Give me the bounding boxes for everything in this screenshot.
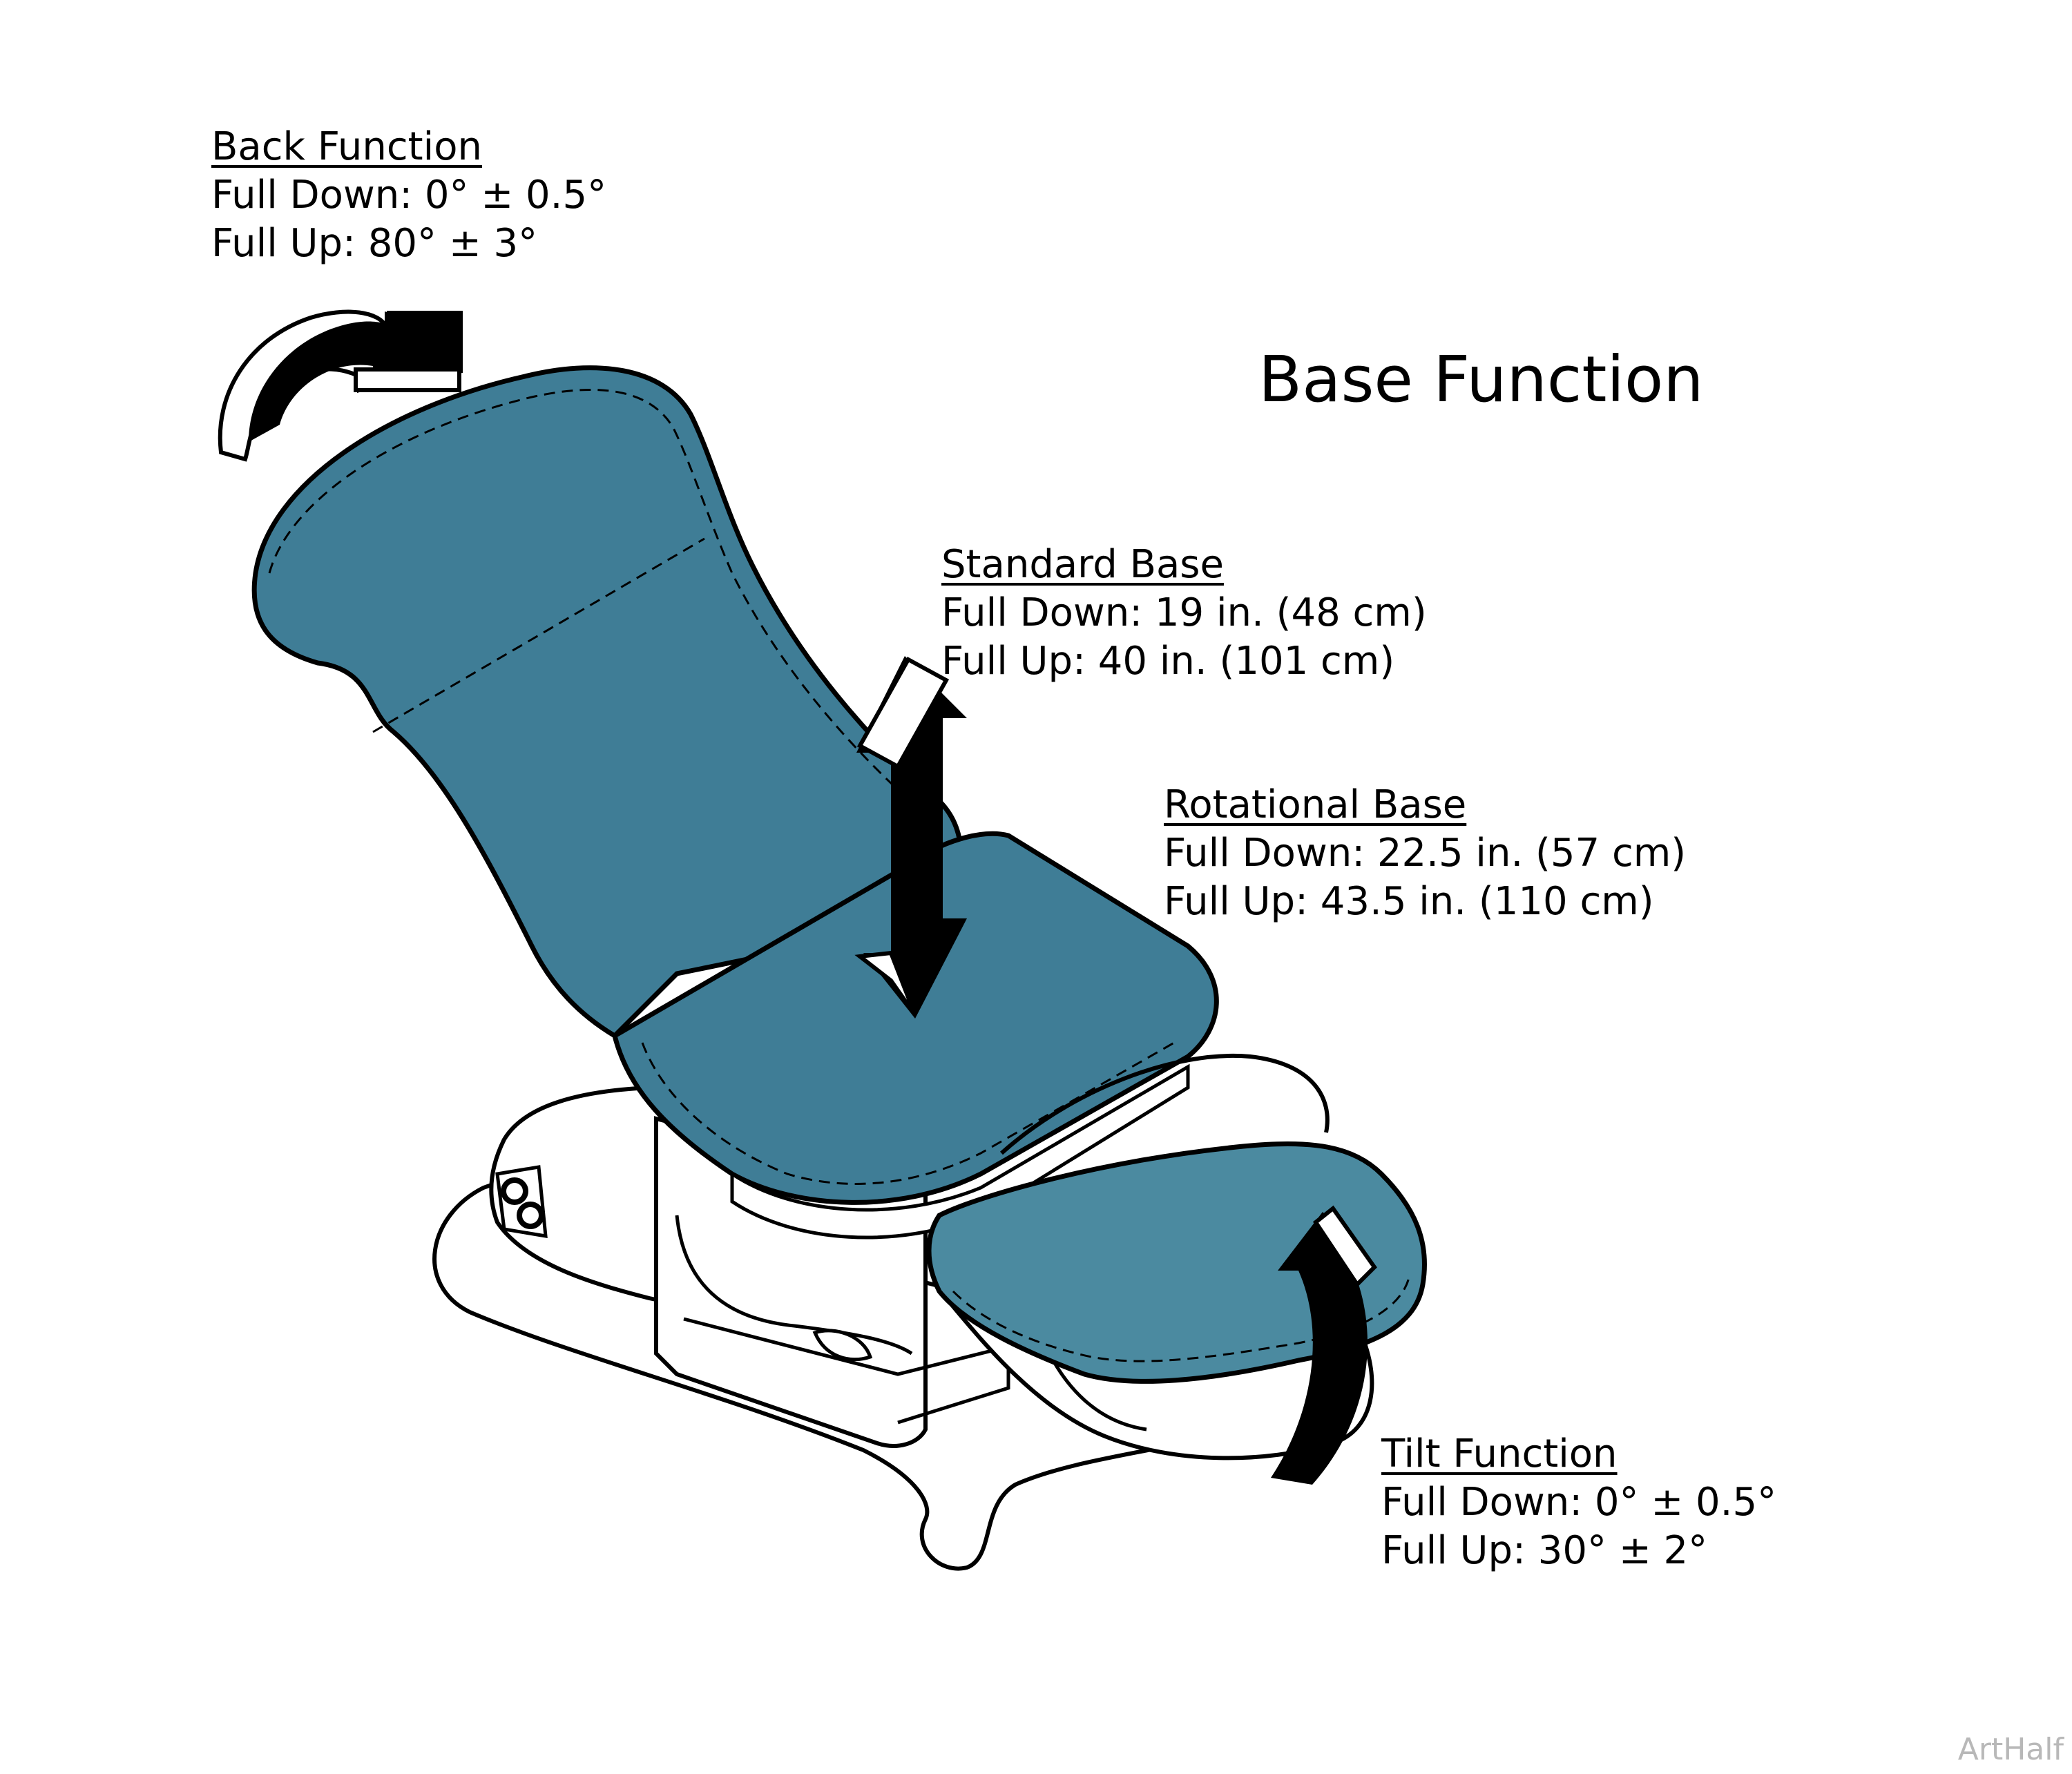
back-arrow-bar [354, 367, 461, 392]
standard-base-label: Standard Base Full Down: 19 in. (48 cm) … [941, 541, 1427, 686]
base-panel-curve [675, 1215, 913, 1356]
watermark: ArtHalf [1957, 1732, 2064, 1767]
back-rest-seam-cross [372, 537, 705, 733]
footrest-seam [952, 1277, 1410, 1362]
height-arrow-face-top [856, 656, 950, 770]
base-emblem [812, 1329, 873, 1362]
tilt-function-heading: Tilt Function [1381, 1431, 1618, 1476]
tilt-function-label: Tilt Function Full Down: 0° ± 0.5° Full … [1381, 1430, 1776, 1575]
tilt-arrow-face [1312, 1205, 1377, 1288]
back-function-full-up: Full Up: 80° ± 3° [211, 221, 538, 266]
rotational-base-heading: Rotational Base [1164, 782, 1467, 827]
back-rest-seam [268, 388, 926, 816]
footrest-cushion [926, 1141, 1427, 1384]
rotational-base-full-down: Full Down: 22.5 in. (57 cm) [1164, 831, 1687, 876]
rotational-base-full-up: Full Up: 43.5 in. (110 cm) [1164, 879, 1654, 924]
back-function-heading: Back Function [211, 124, 482, 169]
standard-base-full-up: Full Up: 40 in. (101 cm) [941, 639, 1395, 684]
control-knob-1 [501, 1177, 528, 1205]
seat-edge [730, 1063, 1190, 1240]
rotational-base-label: Rotational Base Full Down: 22.5 in. (57 … [1164, 781, 1686, 926]
footrest-top-panel [999, 1054, 1330, 1155]
tilt-arrow-body [1271, 1212, 1374, 1485]
tilt-function-full-up: Full Up: 30° ± 2° [1381, 1528, 1708, 1573]
standard-base-full-down: Full Down: 19 in. (48 cm) [941, 590, 1427, 635]
height-arrow-face-bottom [854, 950, 917, 1016]
control-knob-2 [517, 1202, 544, 1229]
back-function-full-down: Full Down: 0° ± 0.5° [211, 173, 607, 218]
double-arrow-icon [854, 656, 967, 1019]
back-function-label: Back Function Full Down: 0° ± 0.5° Full … [211, 123, 606, 268]
tilt-function-full-down: Full Down: 0° ± 0.5° [1381, 1480, 1777, 1525]
seat-cushion [611, 831, 1219, 1205]
diagram-title: Base Function [1258, 343, 1704, 416]
curved-arrow-icon [218, 309, 463, 462]
back-arrow-body [249, 311, 463, 442]
seat-seam [641, 1041, 1175, 1185]
standard-base-heading: Standard Base [941, 542, 1224, 587]
curved-arrow-icon [1271, 1205, 1377, 1485]
